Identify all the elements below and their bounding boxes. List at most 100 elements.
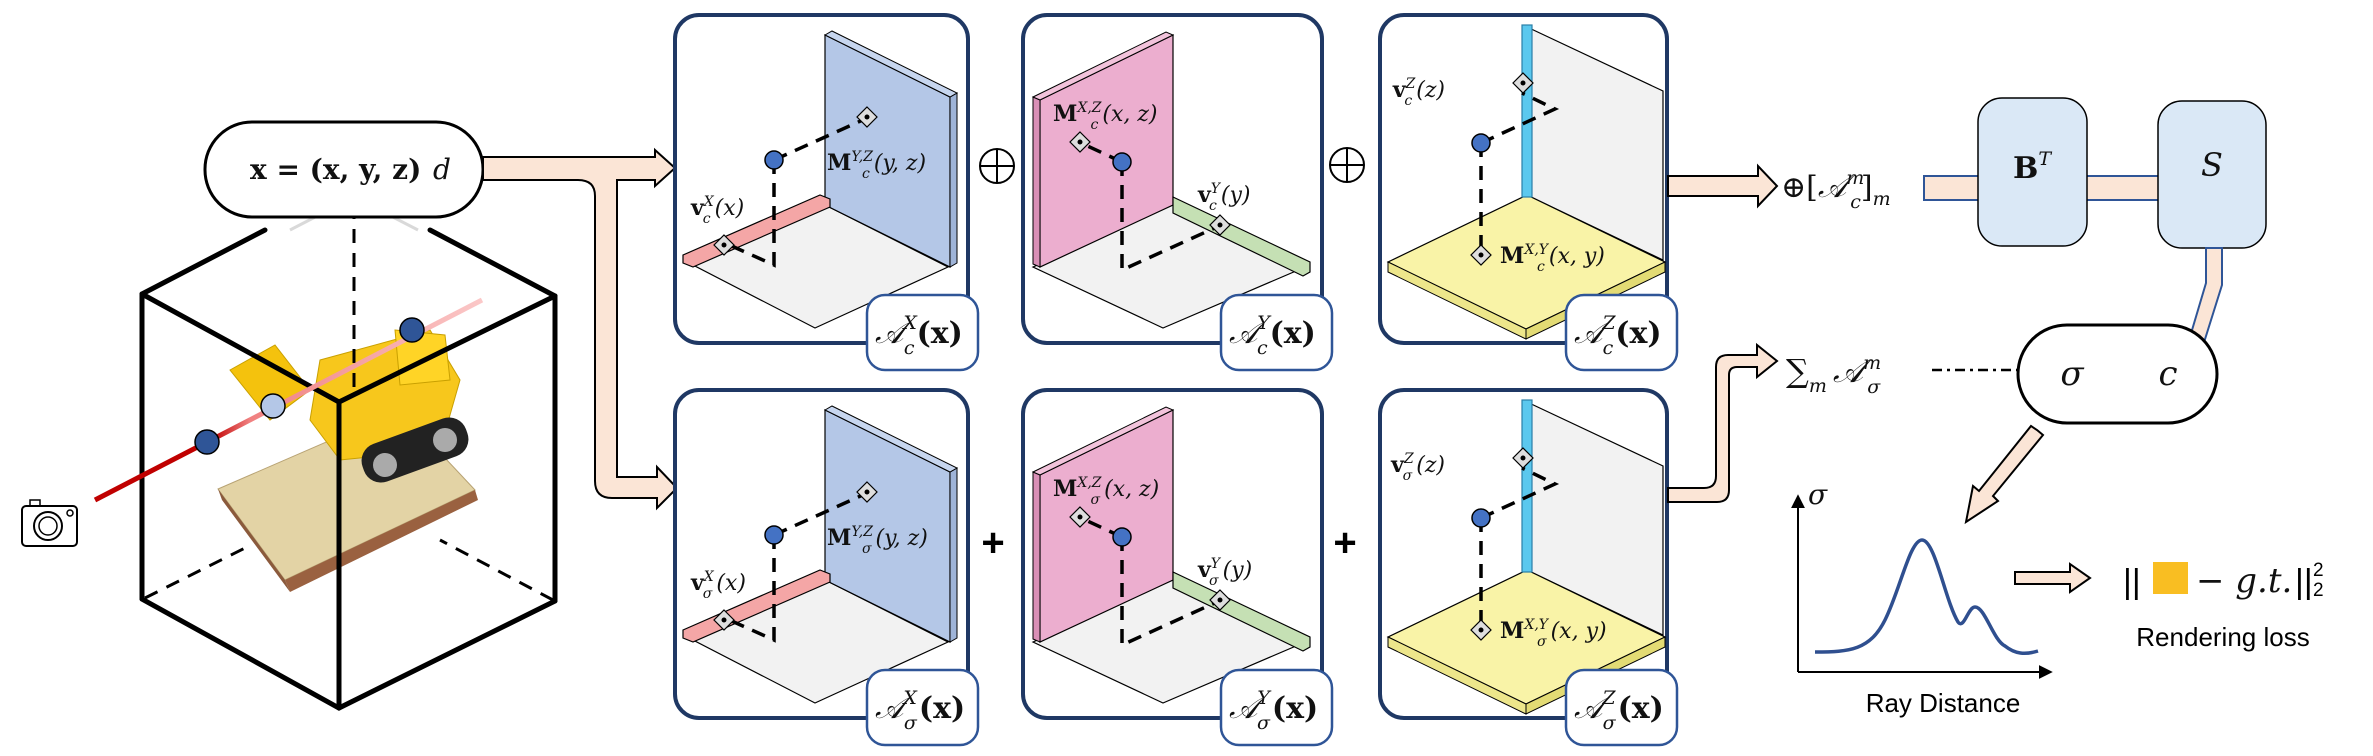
sample-core xyxy=(1478,627,1484,633)
ray-sample-point-highlighted xyxy=(260,393,286,419)
plot-to-loss-arrow xyxy=(2014,562,2092,594)
output-to-plot-arrow xyxy=(1964,424,2045,525)
ray-sample-point xyxy=(194,429,220,455)
projection-dash xyxy=(1120,537,1220,648)
projection-dash xyxy=(1480,466,1560,520)
matrix-plane-edge xyxy=(1032,471,1041,643)
scene-group: x = (x, y, z) d xyxy=(21,120,558,711)
plot-x-label: Ray Distance xyxy=(1866,688,2021,718)
output-label-box xyxy=(1219,293,1334,372)
output-label-box xyxy=(865,293,980,372)
sample-core xyxy=(1520,80,1526,86)
projection-dash xyxy=(773,117,866,162)
density-aggregate-arrow xyxy=(1667,342,1779,503)
bounding-cube xyxy=(139,227,558,711)
sample-core xyxy=(1217,597,1223,603)
input-position-label: x = (x, y, z) xyxy=(250,153,421,186)
plot-y-label: σ xyxy=(1808,478,1828,511)
norm-exponent: 2 xyxy=(2313,560,2324,581)
basis-matrix-label: BT xyxy=(2013,148,2052,186)
vector-line xyxy=(1521,24,1533,198)
projection-dash xyxy=(1120,162,1220,273)
output-color-label: c xyxy=(2158,354,2177,394)
sample-core xyxy=(1077,139,1083,145)
combinators: + + xyxy=(979,147,1365,565)
norm-open: || xyxy=(2123,563,2141,601)
plus-sign: + xyxy=(981,521,1004,565)
direct-sum-icon xyxy=(979,148,1015,184)
matrix-plane-edge xyxy=(1031,31,1175,101)
sample-point xyxy=(764,150,784,170)
matrix-plane-edge xyxy=(1031,406,1175,476)
basis-matrix-block xyxy=(1977,97,2088,247)
output-label-box xyxy=(865,668,980,747)
rendered-pixel-swatch xyxy=(2153,562,2188,594)
rendering-loss-caption: Rendering loss xyxy=(2136,622,2309,652)
sample-core xyxy=(864,489,870,495)
projection-dash xyxy=(773,492,866,537)
sample-core xyxy=(1217,222,1223,228)
ground-truth-term: − g.t. xyxy=(2196,561,2292,601)
vector-line xyxy=(1172,196,1311,277)
camera-icon xyxy=(21,499,78,547)
output-pill xyxy=(2016,323,2219,425)
matrix-plane-edge xyxy=(823,30,959,98)
sample-point xyxy=(1112,152,1132,172)
projection-dash xyxy=(724,160,776,268)
density-curve xyxy=(1814,538,2039,656)
output-label-box xyxy=(1564,293,1679,372)
sample-core xyxy=(1478,252,1484,258)
sample-point xyxy=(764,525,784,545)
matrix-plane-edge xyxy=(1032,96,1041,268)
sample-point xyxy=(1471,508,1491,528)
sample-core xyxy=(721,242,727,248)
projection-dash xyxy=(724,535,776,643)
ray-sample-point xyxy=(399,317,425,343)
sample-core xyxy=(1077,514,1083,520)
svg-text:⊕[𝒜mc]m: ⊕[𝒜mc]m xyxy=(1781,167,1891,213)
plus-sign: + xyxy=(1333,521,1356,565)
sample-core xyxy=(864,114,870,120)
projection-dash xyxy=(1480,91,1560,145)
vector-line xyxy=(1521,399,1533,573)
sample-point xyxy=(1112,527,1132,547)
lego-excavator-image xyxy=(217,329,478,592)
cube-hidden-edge xyxy=(439,538,554,602)
rendering-loss-formula: || − g.t. || 2 2 xyxy=(2123,560,2324,601)
feature-band xyxy=(2084,175,2161,201)
color-aggregate-arrow xyxy=(1667,163,1779,209)
cube-hidden-edge xyxy=(144,546,246,600)
sample-core xyxy=(721,617,727,623)
norm-close: || xyxy=(2295,563,2313,601)
norm-subscript: 2 xyxy=(2313,580,2324,601)
shading-function-label: S xyxy=(2201,146,2223,184)
matrix-plane-edge xyxy=(949,467,958,643)
